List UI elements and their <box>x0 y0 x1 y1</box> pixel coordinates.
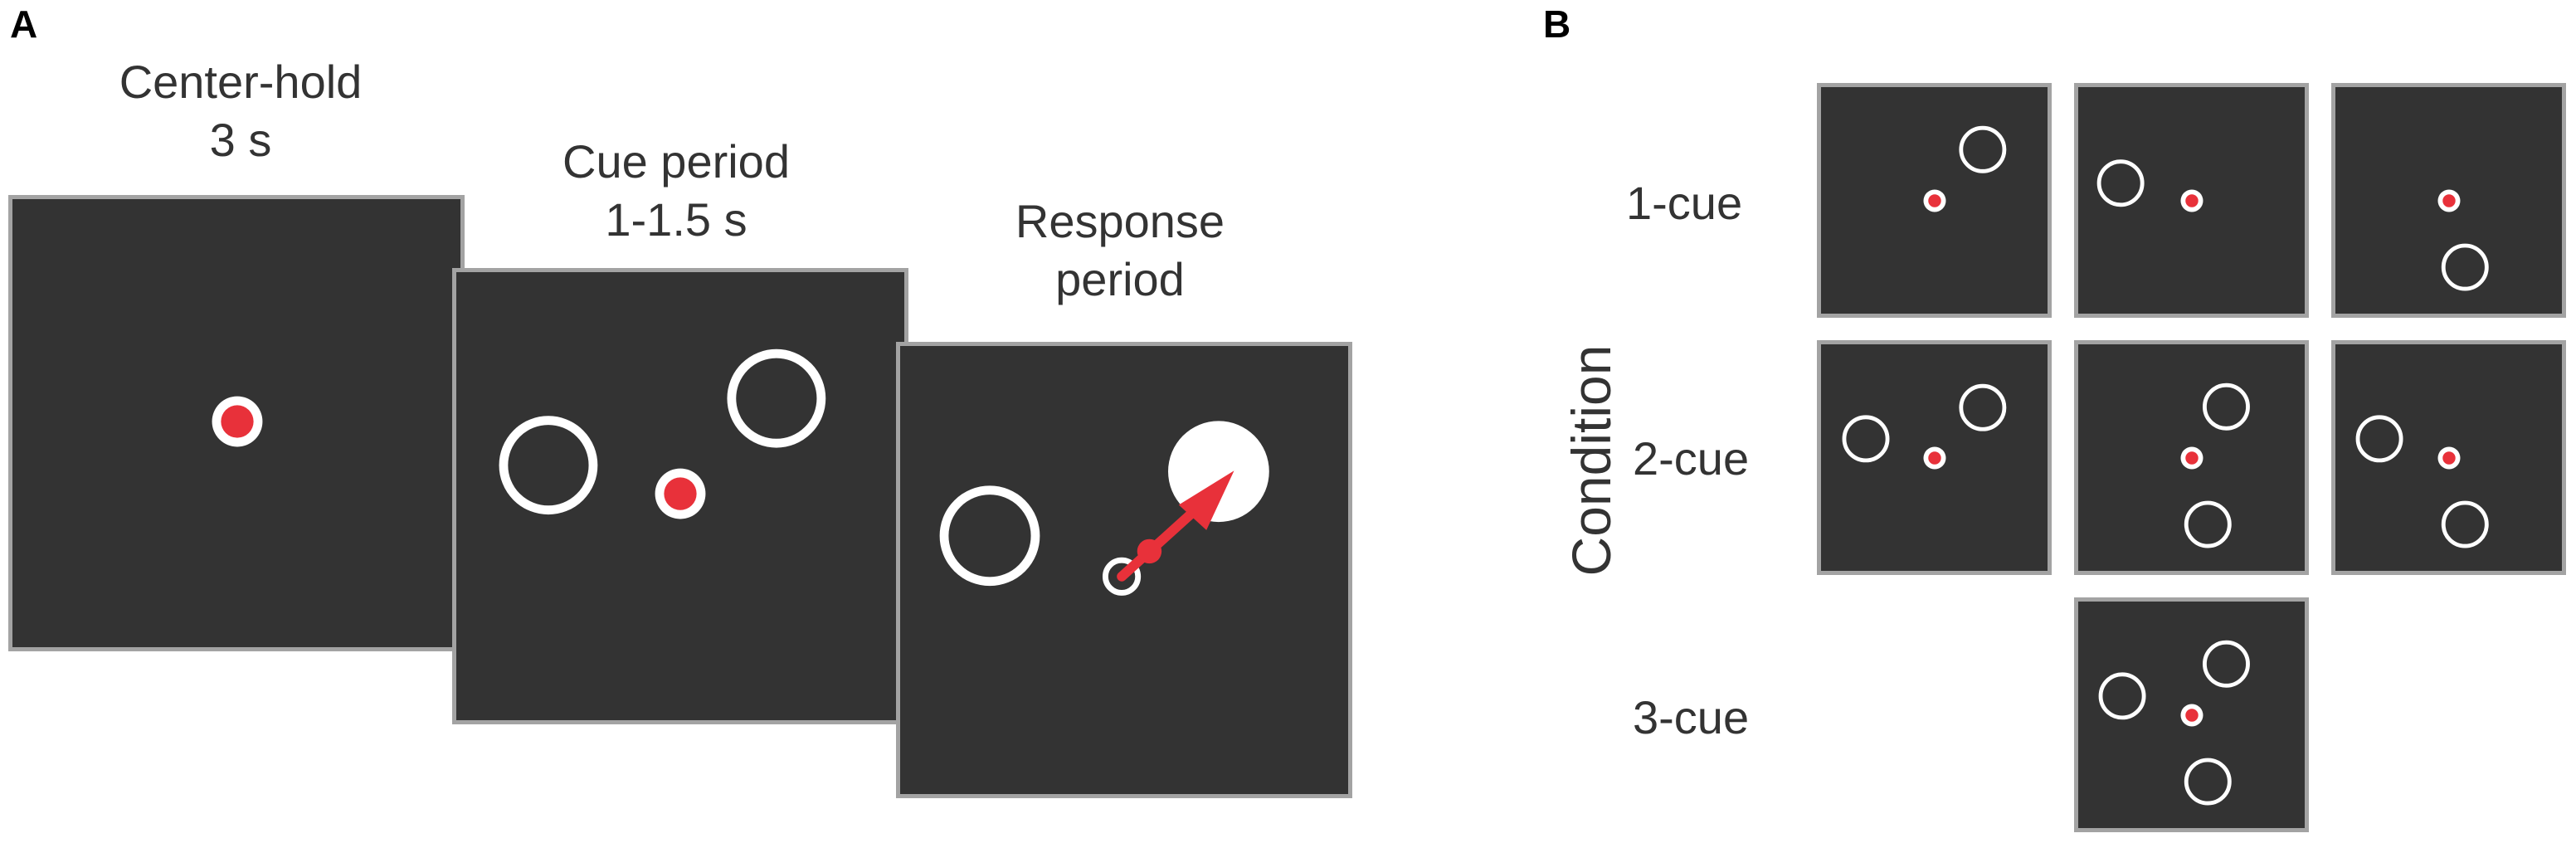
cue-ring <box>2441 243 2489 291</box>
panel-label-a: A <box>10 2 38 46</box>
stage-duration: period <box>1055 253 1185 305</box>
cue-ring <box>2184 758 2232 806</box>
fixation-dot <box>2185 709 2199 722</box>
start-ring <box>1102 557 1142 596</box>
row-label-1-cue: 1-cue <box>1626 177 1743 229</box>
stage-label-cue-period: Cue period 1-1.5 s <box>469 133 884 249</box>
fixation-dot <box>2185 194 2199 207</box>
condition-2-cue-screen-a <box>1817 340 2052 575</box>
cue-ring <box>2203 640 2250 688</box>
cue-ring <box>1959 125 2007 173</box>
screen-center-hold <box>8 195 465 651</box>
stage-label-response-period: Response period <box>913 192 1327 309</box>
fixation-dot <box>1928 451 1941 465</box>
condition-axis-label: Condition <box>1561 344 1622 577</box>
row-label-2-cue: 2-cue <box>1633 432 1750 485</box>
cue-ring <box>2096 159 2145 207</box>
stage-label-center-hold: Center-hold 3 s <box>33 53 448 169</box>
row-label-3-cue: 3-cue <box>1633 691 1750 743</box>
fixation-dot <box>2442 451 2456 465</box>
cue-ring <box>2098 672 2146 720</box>
cursor-dot <box>1137 538 1162 564</box>
cue-ring <box>2184 500 2232 548</box>
condition-3-cue-screen <box>2074 597 2309 832</box>
cue-ring-right <box>727 348 826 448</box>
stage-title: Center-hold <box>119 56 363 108</box>
fixation-dot <box>2185 451 2199 465</box>
cue-ring <box>1959 383 2007 431</box>
condition-1-cue-screen-a <box>1817 83 2052 318</box>
condition-2-cue-screen-c <box>2331 340 2566 575</box>
fixation-dot <box>664 477 697 510</box>
cue-ring <box>2355 415 2403 463</box>
screen-cue-period <box>452 268 908 724</box>
stage-duration: 1-1.5 s <box>605 193 747 246</box>
fixation-dot <box>221 405 254 438</box>
stage-duration: 3 s <box>209 114 272 166</box>
cursor-arrow-head <box>1178 470 1234 530</box>
stage-title: Response <box>1015 195 1225 247</box>
condition-2-cue-screen-b <box>2074 340 2309 575</box>
screen-response-period <box>896 342 1352 798</box>
stage-title: Cue period <box>562 135 790 188</box>
cue-ring-left <box>499 416 598 515</box>
fixation-dot <box>1928 194 1941 207</box>
cue-ring <box>2441 500 2489 548</box>
fixation-dot <box>2442 194 2456 207</box>
condition-1-cue-screen-c <box>2331 83 2566 318</box>
panel-label-b: B <box>1543 2 1571 46</box>
condition-1-cue-screen-b <box>2074 83 2309 318</box>
cue-ring <box>2203 383 2250 431</box>
cue-ring-left <box>939 485 1040 587</box>
cue-ring <box>1842 415 1890 463</box>
